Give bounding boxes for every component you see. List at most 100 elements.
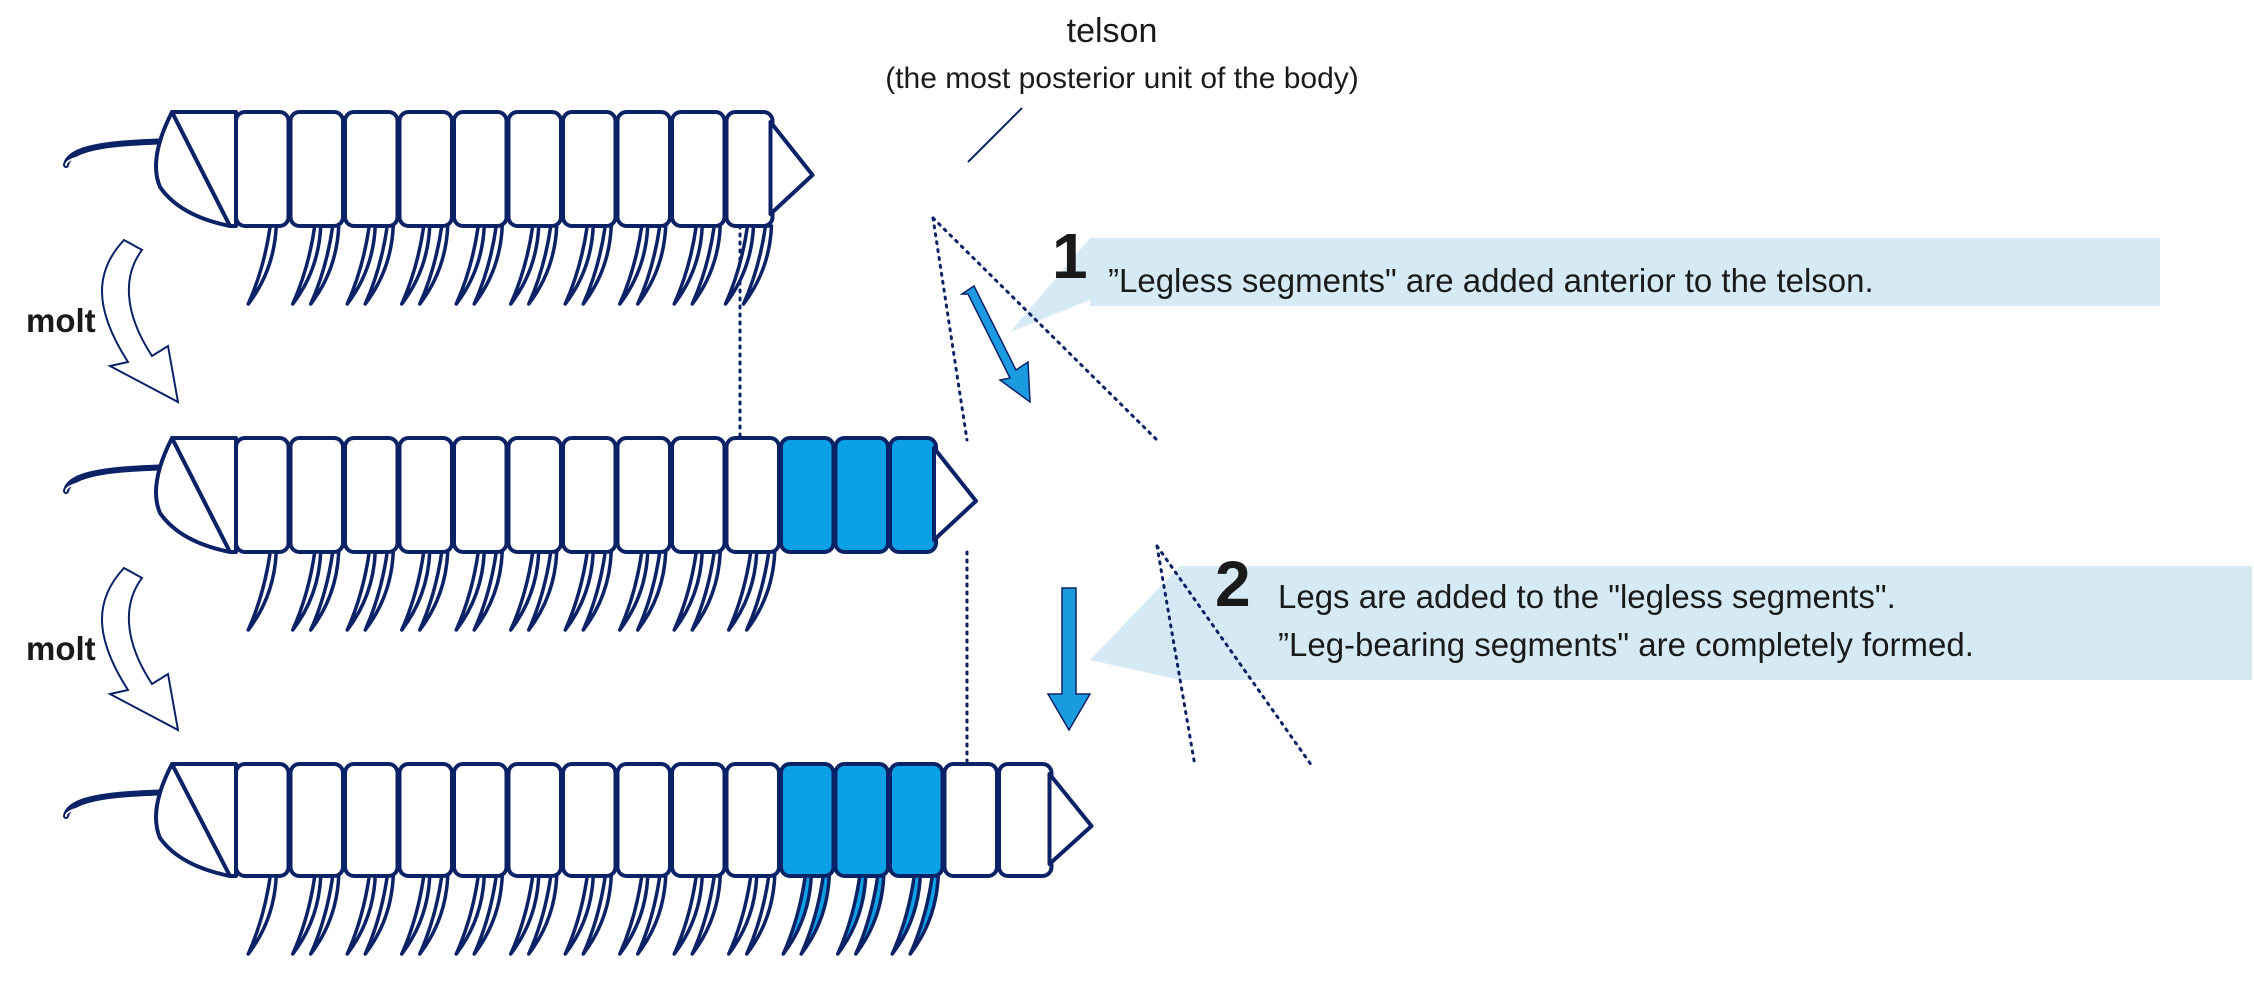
body-segment	[288, 110, 345, 228]
leg	[363, 874, 395, 956]
leg	[246, 550, 278, 632]
body-segment	[724, 762, 781, 878]
antenna-highlight	[65, 148, 171, 166]
leg	[727, 550, 759, 632]
leg	[454, 224, 486, 306]
body-segment	[561, 110, 618, 228]
leg	[454, 550, 486, 632]
leg	[363, 224, 395, 306]
leg	[636, 874, 668, 956]
leg	[908, 874, 940, 956]
leg	[690, 874, 722, 956]
leg	[400, 550, 432, 632]
leg	[741, 224, 774, 306]
callout-1: 1 ”Legless segments" are added anterior …	[1010, 220, 2160, 332]
leg	[527, 550, 559, 632]
callout-2: 2 Legs are added to the "legless segment…	[1090, 548, 2252, 680]
body-segment	[397, 436, 454, 554]
leg	[309, 550, 341, 632]
leg	[309, 224, 341, 306]
head	[154, 762, 232, 878]
new-segment	[779, 436, 836, 554]
body-segment	[343, 110, 400, 228]
body-segment	[561, 436, 618, 554]
body-segment	[506, 436, 563, 554]
new-segment	[833, 762, 890, 878]
head	[154, 436, 232, 554]
leg	[472, 874, 504, 956]
curved-hollow-arrow-icon	[101, 238, 180, 404]
leg	[581, 550, 613, 632]
leg	[781, 874, 813, 956]
curved-hollow-arrow-icon	[101, 566, 180, 732]
body-segment	[506, 762, 563, 878]
leg	[418, 224, 450, 306]
body-segment	[615, 436, 672, 554]
leg	[890, 874, 922, 956]
body-segment	[234, 762, 291, 878]
leg	[509, 550, 541, 632]
molt-label-1: molt	[26, 302, 96, 339]
step-2-arrow	[1046, 587, 1092, 732]
step-1-text: ”Legless segments" are added anterior to…	[1108, 262, 1874, 299]
projection-line	[931, 216, 969, 442]
step-2-number: 2	[1215, 548, 1251, 620]
new-segment	[779, 762, 836, 878]
leg	[563, 874, 595, 956]
new-segment	[888, 436, 938, 554]
leg	[309, 874, 341, 956]
leg	[563, 550, 595, 632]
leg	[723, 224, 756, 306]
body-segment	[997, 762, 1054, 878]
telson	[768, 120, 815, 216]
projection-lines	[738, 216, 1314, 768]
head	[154, 110, 232, 228]
leg	[636, 550, 668, 632]
head-plate	[170, 110, 238, 228]
leg	[527, 874, 559, 956]
leg	[636, 224, 668, 306]
step-2-line-1: Legs are added to the "legless segments"…	[1278, 578, 1896, 615]
leg	[854, 874, 886, 956]
leg	[563, 224, 595, 306]
leg	[454, 874, 486, 956]
body-segment	[343, 436, 400, 554]
leg	[509, 874, 541, 956]
down-arrow-icon	[959, 284, 1031, 404]
body-segment	[397, 110, 454, 228]
telson-title: telson	[1067, 12, 1158, 50]
body-segment	[452, 762, 509, 878]
molt-label-2: molt	[26, 630, 96, 667]
step-1-number: 1	[1052, 220, 1088, 292]
projection-line	[1155, 544, 1197, 768]
leg	[690, 224, 722, 306]
body-segment	[288, 762, 345, 878]
antenna	[63, 789, 173, 819]
body-segment	[942, 762, 999, 878]
leg	[246, 224, 278, 306]
projection-line	[1155, 544, 1314, 768]
body-segment	[452, 110, 509, 228]
step-1-arrow	[959, 284, 1031, 404]
antenna-highlight	[65, 799, 171, 817]
telson-subtitle: (the most posterior unit of the body)	[885, 62, 1359, 95]
callout-1-box	[1090, 238, 2160, 306]
leg	[291, 550, 323, 632]
head-plate	[170, 762, 238, 878]
body-segment	[452, 436, 509, 554]
leg	[727, 874, 759, 956]
leg	[291, 874, 323, 956]
body-segment	[288, 436, 345, 554]
antenna	[63, 138, 173, 168]
leg	[472, 224, 504, 306]
leg	[690, 550, 722, 632]
leg	[400, 224, 432, 306]
step-2-line-2: ”Leg-bearing segments" are completely fo…	[1278, 626, 1974, 663]
centipede-stage-1	[63, 110, 815, 306]
leg	[345, 874, 377, 956]
antenna	[63, 464, 173, 494]
telson	[1047, 772, 1094, 866]
callout-2-pointer	[1090, 566, 1180, 680]
